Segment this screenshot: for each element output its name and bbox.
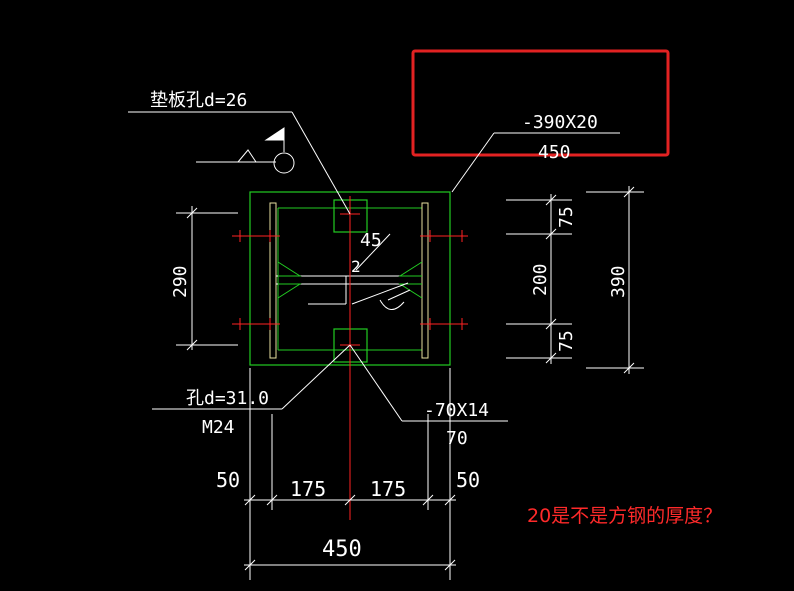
weld-flag-symbol bbox=[196, 127, 295, 174]
bolt-size-label: M24 bbox=[202, 417, 235, 438]
dim-right-bottom-75: 75 bbox=[556, 330, 577, 352]
dim-bottom-left: 175 bbox=[290, 477, 326, 501]
dimension-left bbox=[176, 206, 238, 351]
dimension-bottom bbox=[244, 368, 456, 580]
weld-size-label: 2 bbox=[351, 257, 361, 276]
dim-right-total-390: 390 bbox=[608, 265, 629, 298]
dim-bottom-total: 450 bbox=[322, 537, 362, 562]
weld-symbol bbox=[351, 282, 411, 310]
dim-right-middle-200: 200 bbox=[530, 263, 551, 296]
dim-bottom-right-edge: 50 bbox=[456, 468, 480, 492]
highlight-box bbox=[411, 49, 670, 157]
stiffener-spec-label: -70X14 bbox=[424, 400, 489, 421]
web-lines bbox=[276, 275, 422, 305]
flange-bars bbox=[269, 202, 429, 359]
stiffeners bbox=[277, 261, 423, 299]
dim-left-290: 290 bbox=[170, 265, 191, 298]
dimension-right bbox=[506, 186, 644, 374]
question-annotation: 20是不是方钢的厚度？ bbox=[527, 505, 722, 527]
centerlines bbox=[232, 196, 468, 520]
stiffener-count-label: 45 bbox=[360, 230, 382, 251]
dim-right-top-75: 75 bbox=[556, 206, 577, 228]
stiffener-length-label: 70 bbox=[446, 428, 468, 449]
dim-bottom-right: 175 bbox=[370, 477, 406, 501]
bolt-hole-label: 孔d=31.0 bbox=[186, 388, 269, 409]
plate-spec-label: -390X20 bbox=[522, 112, 598, 133]
leader-lines bbox=[128, 111, 620, 422]
plate-length-label: 450 bbox=[538, 142, 571, 163]
dim-bottom-left-edge: 50 bbox=[216, 468, 240, 492]
pad-hole-label: 垫板孔d=26 bbox=[150, 90, 247, 111]
